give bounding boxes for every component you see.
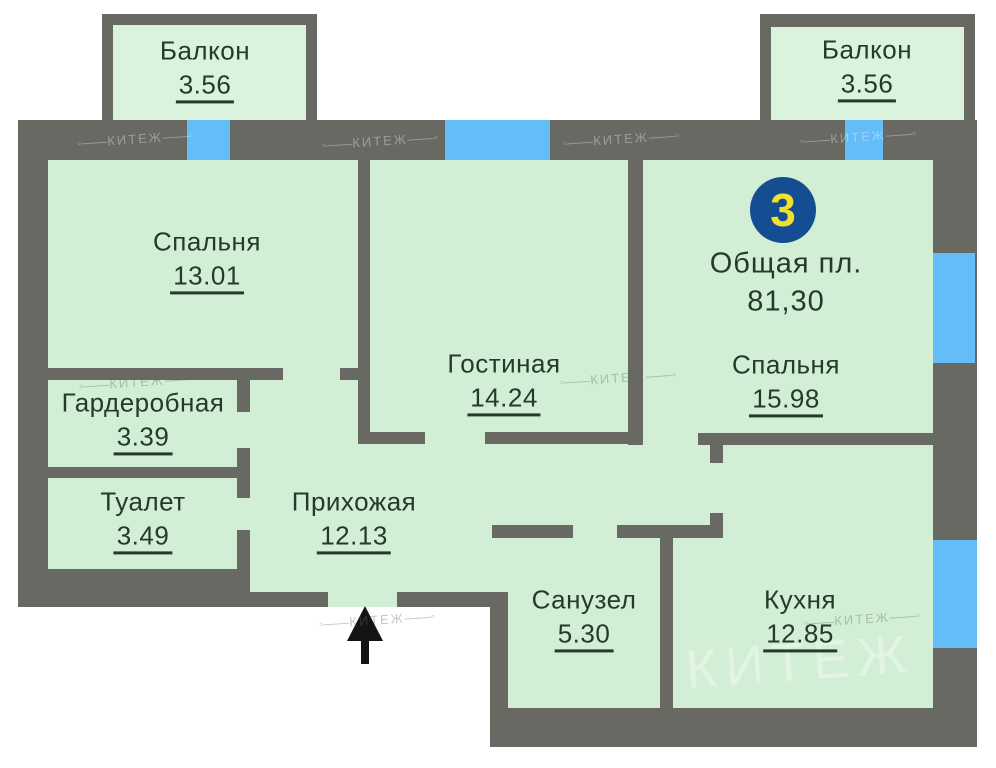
room-label-kitchen: Кухня 12.85: [763, 584, 837, 653]
total-area-label: Общая пл.: [709, 247, 863, 280]
room-name: Туалет: [100, 486, 186, 517]
window: [845, 120, 883, 160]
wall: [237, 380, 250, 412]
room-area-value: 13.01: [170, 261, 244, 295]
window: [933, 253, 975, 363]
wall: [710, 445, 723, 463]
wall: [760, 14, 975, 27]
room-area-value: 12.13: [317, 521, 391, 555]
room-label-bedroom-1: Спальня 13.01: [153, 226, 261, 295]
wall: [247, 592, 328, 607]
wall: [48, 368, 283, 380]
wall: [397, 592, 508, 607]
wall: [102, 14, 317, 25]
room-label-bathroom: Санузел 5.30: [531, 584, 637, 653]
wall: [237, 530, 250, 607]
wall: [485, 432, 643, 444]
room-area-value: 3.49: [113, 521, 173, 555]
room-area-value: 15.98: [749, 384, 823, 418]
room-label-balcony-left: Балкон 3.56: [159, 35, 251, 104]
room-label-balcony-right: Балкон 3.56: [821, 34, 913, 103]
wall: [964, 14, 975, 125]
room-name: Балкон: [821, 34, 913, 65]
room-label-living-room: Гостиная 14.24: [447, 348, 561, 417]
wall: [48, 467, 250, 478]
room-label-wardrobe: Гардеробная 3.39: [61, 387, 225, 456]
room-area-value: 12.85: [763, 619, 837, 653]
wall: [102, 14, 113, 125]
room-name: Прихожая: [291, 486, 417, 517]
room-name: Балкон: [159, 35, 251, 66]
room-area-value: 5.30: [554, 619, 614, 653]
room-area-value: 3.39: [113, 422, 173, 456]
wall: [490, 708, 977, 747]
room-name: Санузел: [531, 584, 637, 615]
entrance-arrow: [347, 606, 383, 664]
room-label-hallway: Прихожая 12.13: [291, 486, 417, 555]
wall: [660, 538, 673, 708]
room-name: Спальня: [153, 226, 261, 257]
wall: [18, 569, 250, 607]
room-name: Кухня: [763, 584, 837, 615]
wall: [358, 432, 425, 444]
room-label-bedroom-2: Спальня 15.98: [732, 349, 840, 418]
window: [445, 120, 550, 160]
wall: [18, 120, 48, 607]
room-label-toilet: Туалет 3.49: [100, 486, 186, 555]
window: [933, 540, 977, 648]
room-area-fill: [490, 433, 977, 747]
total-area-value: 81,30: [747, 285, 825, 317]
window: [187, 120, 230, 160]
entrance-arrow-head: [347, 606, 383, 641]
room-area-value: 3.56: [837, 69, 897, 103]
apartment-rooms-badge: 3: [750, 177, 816, 243]
room-name: Гардеробная: [61, 387, 225, 418]
room-area-value: 3.56: [175, 70, 235, 104]
wall: [340, 368, 370, 380]
total-area-block: Общая пл. 81,30: [710, 245, 863, 320]
wall: [306, 14, 317, 125]
wall: [760, 14, 771, 125]
wall: [698, 433, 933, 445]
wall: [628, 160, 643, 445]
room-area-value: 14.24: [467, 383, 541, 417]
entrance-arrow-stem: [361, 638, 369, 664]
room-name: Гостиная: [447, 348, 561, 379]
balcony-area: [102, 14, 317, 125]
room-name: Спальня: [732, 349, 840, 380]
wall: [617, 525, 723, 538]
wall: [492, 525, 573, 538]
balcony-area: [760, 14, 975, 125]
